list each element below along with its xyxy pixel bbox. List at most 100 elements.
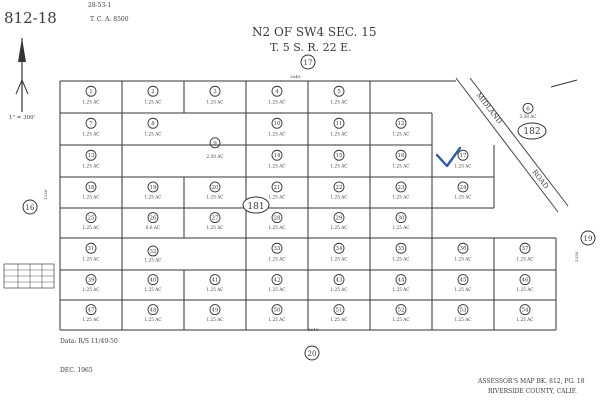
map-book-number: 182 <box>523 127 540 137</box>
lot-number: 8 <box>151 121 155 127</box>
lot-parcel: 36 1.25 AC <box>455 242 472 261</box>
lot-number-circle <box>147 212 159 224</box>
lot-area: 1.25 AC <box>83 256 100 261</box>
lot-parcel: 331.25 AC <box>269 242 285 261</box>
lot-number: 35 <box>398 246 405 252</box>
lot-number: 6 <box>526 106 530 112</box>
lot-area: 1.25 AC <box>83 99 100 104</box>
lot-number-circle <box>333 304 345 316</box>
lot-area: 1.25 AC <box>207 317 224 322</box>
county-label: RIVERSIDE COUNTY, CALIF. <box>488 388 577 395</box>
lot-parcel: 101.25 AC <box>269 117 286 136</box>
map-book-181: 181 <box>242 196 270 214</box>
lot-number: 15 <box>336 153 343 159</box>
lot-number: 33 <box>274 246 281 252</box>
lot-parcel: 266.6 AC <box>146 212 160 230</box>
lot-number-circle <box>209 304 221 316</box>
lot-parcel: 521.25 AC <box>393 304 409 322</box>
lot-parcel: 181.25 AC <box>83 181 99 200</box>
lot-number: 17 <box>460 153 467 159</box>
lot-number: 18 <box>88 185 95 191</box>
lot-parcel: 4 1.25 AC <box>269 85 286 104</box>
lot-number-circle <box>395 181 407 193</box>
lot-parcel: 141.25 AC <box>269 149 285 168</box>
lot-parcel: 511.25 AC <box>331 304 348 322</box>
lot-area: 1.25 AC <box>207 195 224 200</box>
lot-number-circle <box>85 274 97 286</box>
lot-number: 26 <box>150 216 157 222</box>
lot-number-circle <box>271 181 283 193</box>
lot-parcel: 201.25 AC <box>207 181 224 200</box>
scale-label: 1" = 300' <box>9 115 35 121</box>
section-20-marker: 20 <box>304 345 320 361</box>
lot-number-circle <box>333 117 345 129</box>
lot-parcel: 161.25 AC <box>393 149 409 168</box>
lot-area: 1.25 AC <box>83 317 100 322</box>
lot-parcel: 1 1.25 AC <box>83 85 100 104</box>
lot-area: 1.25 AC <box>207 225 224 230</box>
township-range: T. 5 S. R. 22 E. <box>270 41 352 54</box>
lot-number: 34 <box>336 246 343 252</box>
lot-number: 45 <box>460 278 467 284</box>
lot-number-circle <box>519 304 531 316</box>
lot-number-circle <box>395 242 407 254</box>
lot-number-circle <box>147 304 159 316</box>
lot-parcel: 251.25 AC <box>83 212 99 230</box>
lot-number: 4 <box>275 89 279 95</box>
lot-parcel: 51.25 AC <box>331 85 347 104</box>
road-easement-line <box>550 79 578 88</box>
lot-number: 44 <box>398 278 405 284</box>
dimension-top: 2640' <box>290 74 301 79</box>
map-book-number: 181 <box>247 202 264 212</box>
lot-number: 1 <box>89 89 93 95</box>
lot-area: 1.25 AC <box>145 195 162 200</box>
checkmark-icon <box>435 146 462 168</box>
lot-parcel: 151.25 AC <box>331 149 347 168</box>
lot-area: 1.25 AC <box>269 131 286 136</box>
lot-number-circle <box>519 274 531 286</box>
lot-number-circle <box>85 85 97 97</box>
section-19-marker: 19 <box>580 230 596 246</box>
lot-number-circle <box>147 181 159 193</box>
lot-number-circle <box>395 149 407 161</box>
lot-area: 1.25 AC <box>145 131 162 136</box>
lot-number-circle <box>457 242 469 254</box>
lot-area: 1.25 AC <box>331 131 348 136</box>
lot-number-circle <box>85 212 97 224</box>
lot-number: 48 <box>150 308 157 314</box>
lot-area: 1.25 AC <box>207 287 224 292</box>
lot-area: 2.50 AC <box>207 154 224 159</box>
lot-parcel: 291.25 AC <box>331 212 347 230</box>
lot-area: 1.25 AC <box>517 317 534 322</box>
lot-number: 31 <box>88 246 95 252</box>
lot-number-circle <box>209 137 221 149</box>
lot-number: 24 <box>460 185 467 191</box>
lot-area: 1.25 AC <box>269 225 286 230</box>
file-reference: 28-53-1 <box>88 2 111 9</box>
lot-area: 1.25 AC <box>455 256 472 261</box>
lot-number: 11 <box>336 121 343 127</box>
lot-area: 1.25 AC <box>455 195 472 200</box>
lot-number-circle <box>85 242 97 254</box>
lot-number: 7 <box>89 121 93 127</box>
lot-area: 1.25 AC <box>331 256 348 261</box>
lot-area: 1.25 AC <box>455 287 472 292</box>
lot-number: 36 <box>460 246 467 252</box>
lot-parcel: 281.25 AC <box>269 212 286 230</box>
lot-number-circle <box>522 102 534 114</box>
lot-parcel: 321.25 AC <box>145 245 161 263</box>
lot-area: 1.25 AC <box>331 317 348 322</box>
lot-number: 49 <box>212 308 219 314</box>
lot-area: 1.25 AC <box>207 99 224 104</box>
lot-number: 16 <box>398 153 405 159</box>
lot-parcel: 92.50 AC <box>207 137 224 159</box>
lot-number: 47 <box>88 308 95 314</box>
lot-number: 2 <box>151 89 155 95</box>
lot-number-circle <box>147 245 159 257</box>
lot-number-circle <box>271 212 283 224</box>
lot-area: 1.25 AC <box>145 99 162 104</box>
lot-area: 1.25 AC <box>269 99 286 104</box>
lot-area: 1.25 AC <box>331 287 348 292</box>
lot-number-circle <box>271 149 283 161</box>
